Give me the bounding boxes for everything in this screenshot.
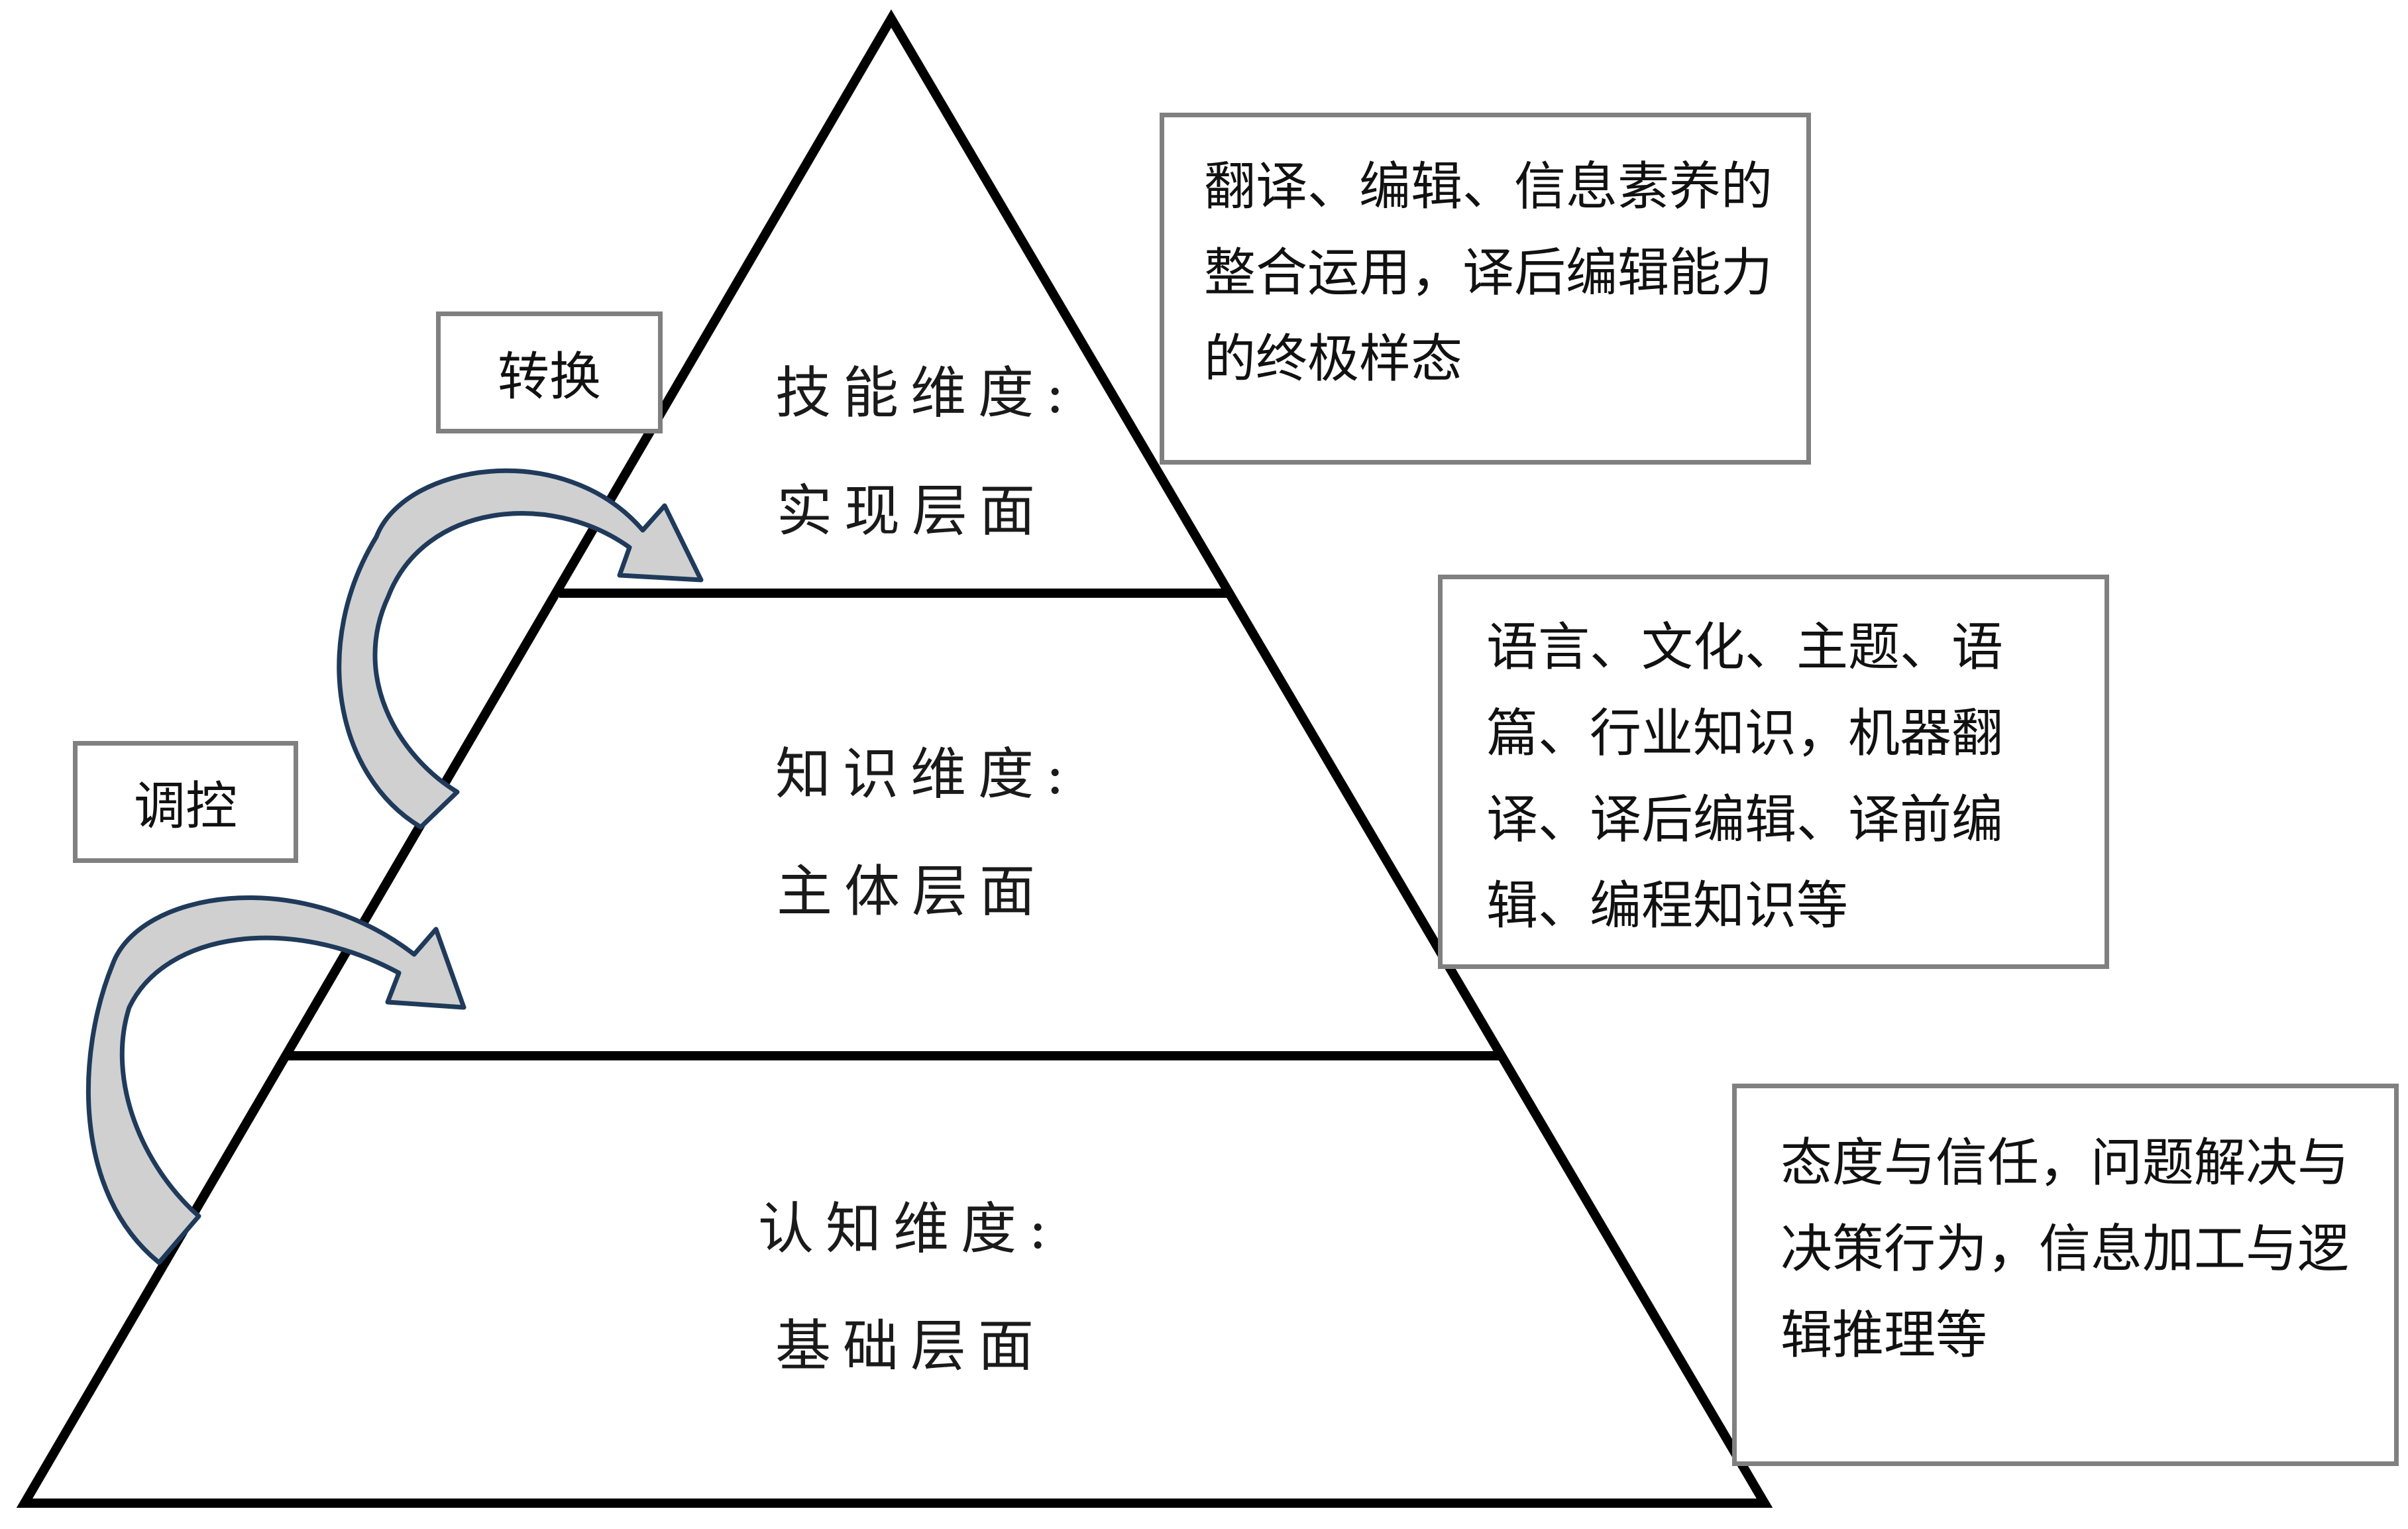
knowledge-description-line: 篇、行业知识，机器翻 (1486, 704, 2004, 764)
pyramid-outline (16, 9, 1773, 1508)
skill-description-line: 整合运用，译后编辑能力 (1204, 243, 1773, 303)
cognitive-layer-title: 认知维度: (758, 1196, 1059, 1261)
skill-description-line: 翻译、编辑、信息素养的 (1204, 157, 1773, 217)
transform-label: 转换 (497, 347, 601, 407)
knowledge-layer-title: 知识维度: (775, 742, 1076, 807)
regulate-label-box: 调控 (73, 741, 298, 863)
cognitive-description-box: 态度与信任，问题解决与 决策行为，信息加工与逻 辑推理等 (1732, 1084, 2399, 1466)
skill-layer-title: 技能维度: (775, 361, 1076, 425)
cognitive-description-line: 决策行为，信息加工与逻 (1780, 1219, 2350, 1279)
skill-description-line: 的终极样态 (1204, 329, 1463, 389)
cognitive-description-line: 态度与信任，问题解决与 (1780, 1133, 2350, 1193)
regulate-arrow (85, 895, 466, 1265)
transform-label-box: 转换 (436, 311, 663, 433)
knowledge-layer-subtitle: 主体层面 (777, 859, 1047, 924)
knowledge-description-line: 语言、文化、主题、语 (1486, 618, 2004, 677)
transform-arrow (337, 468, 704, 830)
skill-description-box: 翻译、编辑、信息素养的 整合运用，译后编辑能力 的终极样态 (1160, 113, 1811, 465)
cognitive-layer-subtitle: 基础层面 (775, 1314, 1046, 1379)
knowledge-description-line: 译、译后编辑、译前编 (1486, 790, 2004, 850)
regulate-label: 调控 (133, 777, 237, 836)
cognitive-description-line: 辑推理等 (1780, 1306, 1988, 1365)
knowledge-description-line: 辑、编程知识等 (1486, 876, 1849, 936)
knowledge-description-box: 语言、文化、主题、语 篇、行业知识，机器翻 译、译后编辑、译前编 辑、编程知识等 (1438, 575, 2109, 969)
skill-layer-subtitle: 实现层面 (777, 479, 1047, 543)
